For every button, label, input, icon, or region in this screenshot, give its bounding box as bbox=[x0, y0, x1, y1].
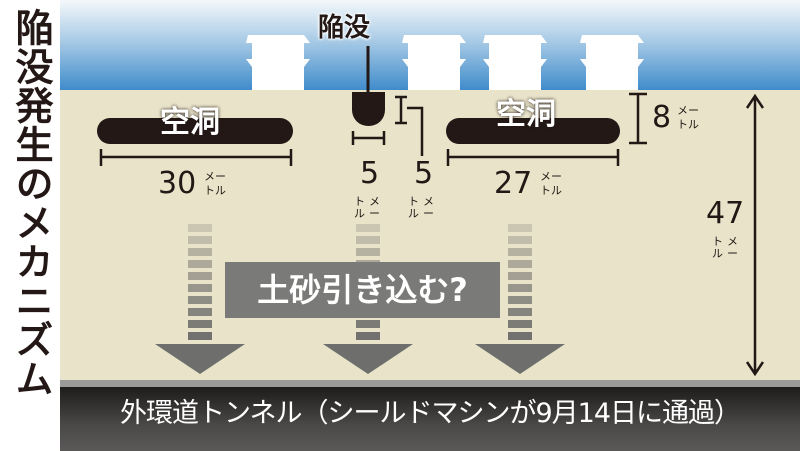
unit-part: メー bbox=[369, 195, 380, 220]
sediment-label: 土砂引き込む? bbox=[225, 262, 500, 318]
dimension-lines bbox=[99, 92, 765, 377]
sinkhole-shape bbox=[352, 92, 385, 126]
arrow-dash bbox=[508, 224, 532, 232]
unit-part: トル bbox=[408, 195, 419, 220]
value: 8 bbox=[652, 100, 672, 135]
tunnel-band bbox=[60, 387, 800, 451]
arrow-dash bbox=[188, 272, 212, 280]
unit-part: トル bbox=[712, 235, 723, 260]
unit-top: メー bbox=[540, 170, 562, 183]
dim-sinkhole-width bbox=[351, 131, 386, 145]
arrow-dash bbox=[508, 284, 532, 292]
diagram-title: 陥没発生のメカニズム bbox=[9, 8, 53, 398]
house-icon bbox=[483, 35, 547, 90]
tunnel-top-edge bbox=[60, 380, 800, 387]
sinkhole-label: 陥没 bbox=[318, 13, 371, 43]
title-panel: 陥没発生のメカニズム bbox=[0, 0, 58, 451]
dim-cavity-right-width bbox=[446, 149, 620, 166]
cavity-right-shape bbox=[446, 118, 620, 144]
arrow-dash bbox=[508, 308, 532, 316]
unit-part: メー bbox=[727, 235, 738, 260]
arrow-head bbox=[475, 344, 565, 374]
arrow-dash bbox=[356, 332, 380, 340]
arrow-dash bbox=[356, 224, 380, 232]
value: 5 bbox=[360, 156, 380, 191]
unit-bottom: トル bbox=[677, 118, 699, 131]
arrow-dash bbox=[188, 308, 212, 316]
value: 27 bbox=[494, 166, 533, 201]
arrow-dash bbox=[188, 296, 212, 304]
down-arrow-icon bbox=[155, 224, 245, 374]
value: 47 bbox=[706, 196, 745, 231]
dim-cavity-left-width bbox=[99, 149, 293, 166]
dim-cavity-height bbox=[629, 92, 647, 145]
houses bbox=[246, 35, 644, 90]
arrow-dash bbox=[356, 248, 380, 256]
arrow-dash bbox=[188, 332, 212, 340]
arrow-dash bbox=[508, 272, 532, 280]
cavity-left-shape bbox=[97, 118, 293, 144]
cavity-left-label: 空洞 bbox=[160, 105, 220, 140]
tunnel-label: 外環道トンネル（シールドマシンが9月14日に通過） bbox=[120, 398, 741, 429]
arrow-dash bbox=[356, 320, 380, 328]
arrow-dash bbox=[188, 284, 212, 292]
value: 30 bbox=[158, 166, 197, 201]
unit-top: メー bbox=[204, 170, 226, 183]
arrow-dash bbox=[508, 260, 532, 268]
value: 5 bbox=[414, 156, 434, 191]
cavity-right-label: 空洞 bbox=[496, 97, 556, 132]
arrow-dash bbox=[508, 320, 532, 328]
arrow-head bbox=[155, 344, 245, 374]
arrow-dash bbox=[508, 248, 532, 256]
arrow-dash bbox=[356, 236, 380, 244]
arrow-dash bbox=[188, 224, 212, 232]
unit-part: トル bbox=[354, 195, 365, 220]
arrow-dash bbox=[508, 236, 532, 244]
arrow-dash bbox=[508, 332, 532, 340]
down-arrow-icon bbox=[475, 224, 565, 374]
house-icon bbox=[580, 35, 644, 90]
arrow-dash bbox=[188, 320, 212, 328]
arrow-dash bbox=[508, 296, 532, 304]
unit-top: メー bbox=[677, 104, 699, 117]
unit-bottom: トル bbox=[204, 184, 226, 197]
unit-bottom: トル bbox=[540, 184, 562, 197]
house-icon bbox=[402, 35, 466, 90]
arrow-dash bbox=[188, 260, 212, 268]
arrow-dash bbox=[188, 236, 212, 244]
unit-part: メー bbox=[423, 195, 434, 220]
house-icon bbox=[246, 35, 310, 90]
arrow-head bbox=[323, 344, 413, 374]
arrow-dash bbox=[188, 248, 212, 256]
dim-total-depth bbox=[745, 93, 765, 377]
dim-sinkhole-depth bbox=[395, 95, 424, 156]
